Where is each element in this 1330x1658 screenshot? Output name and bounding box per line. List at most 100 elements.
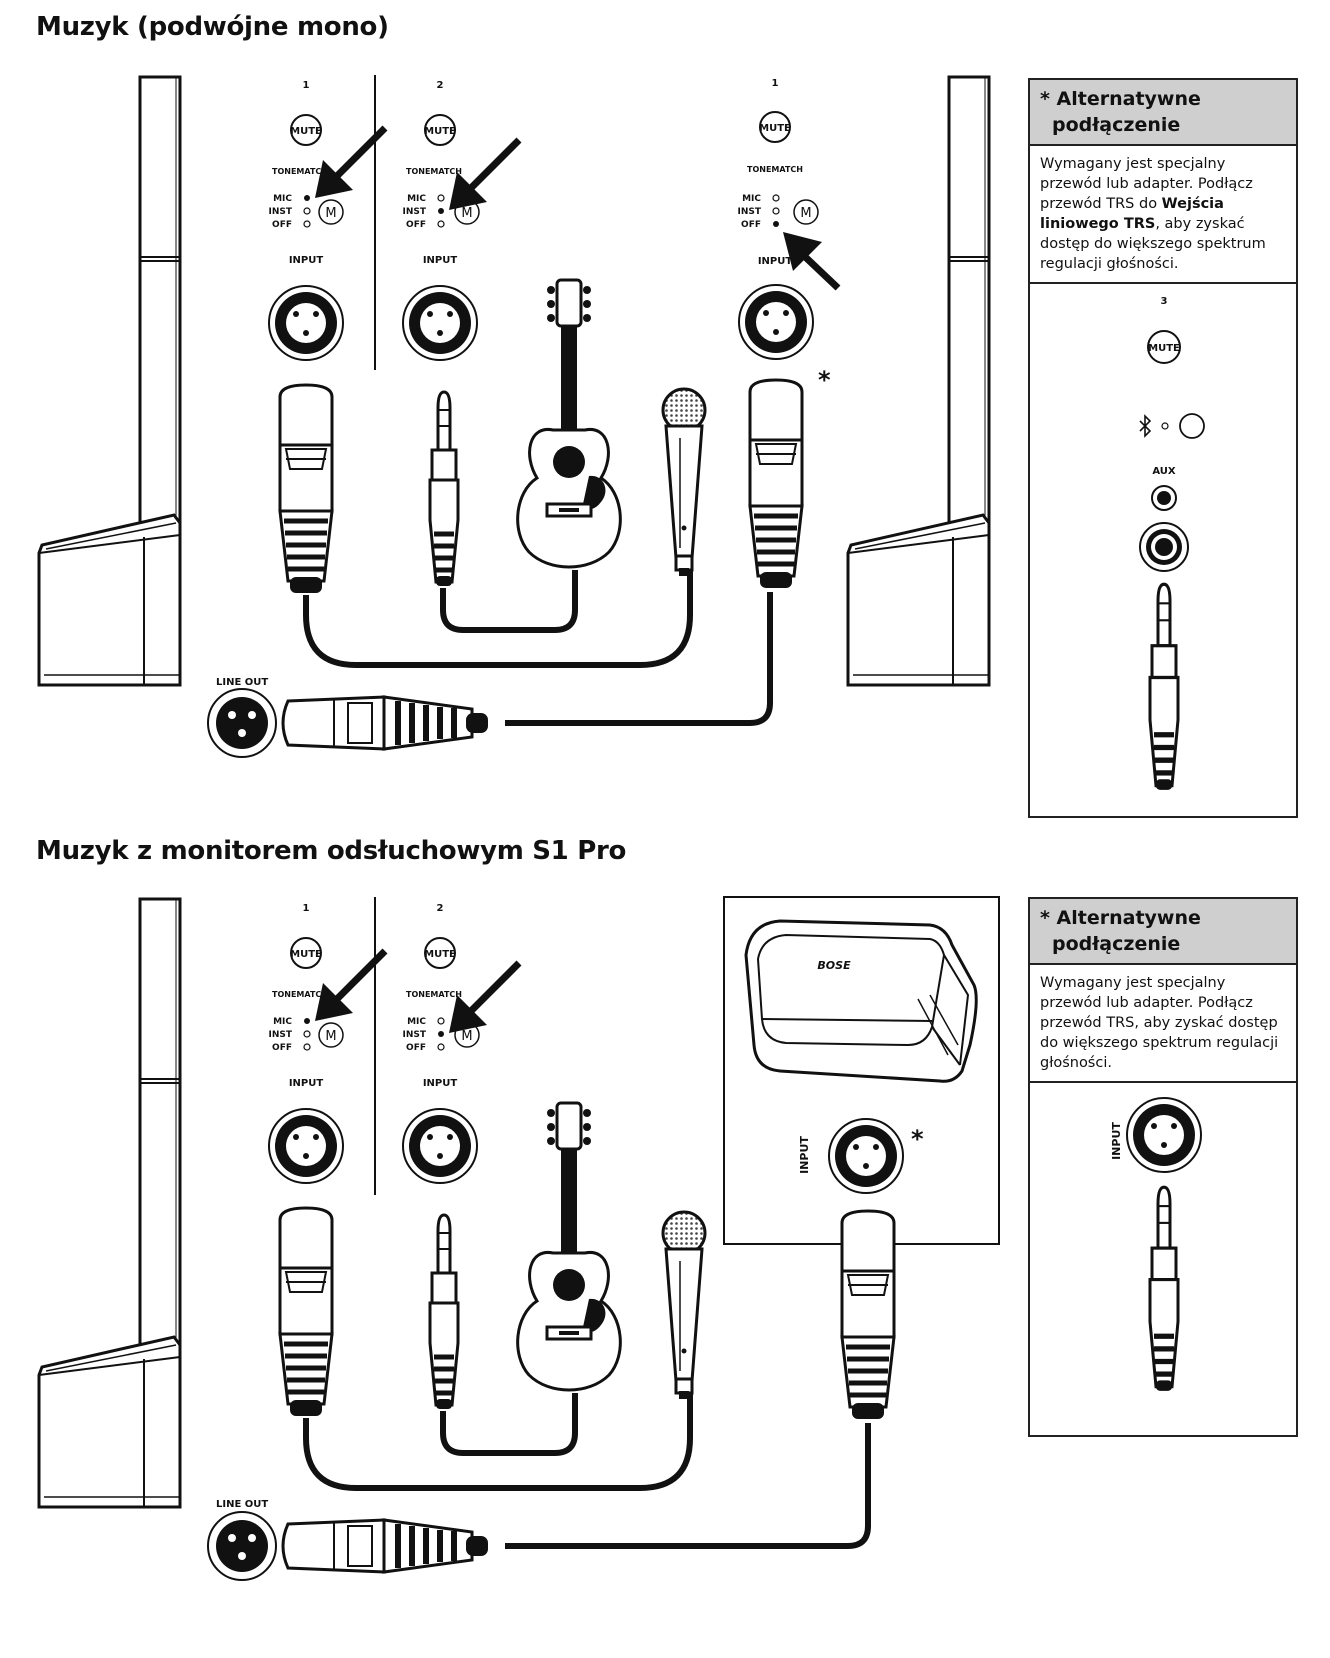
jack-plug-channel-2 xyxy=(430,1215,458,1409)
channel-1-tonematch-button[interactable]: M xyxy=(318,1022,344,1048)
channel-3-number: 3 xyxy=(1161,296,1168,307)
bluetooth-icon xyxy=(1139,414,1152,438)
line-out-cable xyxy=(505,592,773,726)
mode-off: OFF xyxy=(406,220,426,230)
channel-2-mute-button[interactable]: MUTE xyxy=(424,937,456,969)
input-label: INPUT xyxy=(289,255,324,266)
xlr-plug-right xyxy=(750,380,802,588)
mute-label: MUTE xyxy=(1148,343,1180,354)
channel-1-mute-button[interactable]: MUTE xyxy=(290,114,322,146)
xlr-plug-monitor xyxy=(842,1211,894,1419)
svg-text:M: M xyxy=(461,206,472,221)
mode-led-mic-on xyxy=(304,195,310,201)
input-label: INPUT xyxy=(423,1078,458,1089)
alt-title-line1: * Alternatywne xyxy=(1040,88,1201,110)
mode-mic: MIC xyxy=(407,1017,426,1027)
channel-1-mute-button[interactable]: MUTE xyxy=(290,937,322,969)
arrow-icon xyxy=(783,232,841,291)
guitar-cable xyxy=(440,1393,578,1456)
channel-3-mute-button[interactable]: MUTE xyxy=(1147,330,1181,364)
asterisk-mark: * xyxy=(911,1125,924,1153)
svg-text:M: M xyxy=(325,1029,336,1044)
mode-led-off-on xyxy=(773,221,779,227)
mode-inst: INST xyxy=(402,207,426,217)
input-label: INPUT xyxy=(289,1078,324,1089)
mode-inst: INST xyxy=(268,207,292,217)
right-mute-button[interactable]: MUTE xyxy=(759,111,791,143)
svg-text:M: M xyxy=(461,1029,472,1044)
channel-single-number: 1 xyxy=(772,78,779,89)
mode-led-mic xyxy=(772,194,780,202)
aux-input[interactable] xyxy=(1151,485,1177,511)
line-out-label: LINE OUT xyxy=(216,1499,268,1510)
channel-1-combo-input[interactable] xyxy=(268,285,344,361)
trs-jack-plug xyxy=(1150,584,1178,790)
mode-inst: INST xyxy=(402,1030,426,1040)
mute-label: MUTE xyxy=(290,126,322,137)
acoustic-guitar-icon xyxy=(515,278,623,569)
section1-title: Muzyk (podwójne mono) xyxy=(36,12,389,42)
microphone-icon xyxy=(661,1210,707,1401)
alt-desc-part1: Wymagany jest specjalny przewód lub adap… xyxy=(1040,156,1253,212)
mode-led-mic-on xyxy=(304,1018,310,1024)
tonematch-label: TONEMATCH xyxy=(272,990,328,999)
asterisk-mark: * xyxy=(818,366,831,394)
channel-2-combo-input[interactable] xyxy=(402,1108,478,1184)
alternative-connection-box: * Alternatywne podłączenie Wymagany jest… xyxy=(1028,897,1298,1437)
alt-title-line2: podłączenie xyxy=(1052,114,1181,136)
mode-off: OFF xyxy=(272,1043,292,1053)
mode-off: OFF xyxy=(741,220,761,230)
mode-led-inst xyxy=(303,1030,311,1038)
mode-led-off xyxy=(437,1043,445,1051)
mode-led-mic xyxy=(437,194,445,202)
alt-title-line2: podłączenie xyxy=(1052,933,1181,955)
right-speaker-tower xyxy=(846,75,991,687)
channel-2-combo-input[interactable] xyxy=(402,285,478,361)
tonematch-label: TONEMATCH xyxy=(272,167,328,176)
channel-2-mute-button[interactable]: MUTE xyxy=(424,114,456,146)
arrow-icon xyxy=(449,963,519,1033)
mode-led-inst-on xyxy=(438,1031,444,1037)
mode-led-off xyxy=(437,220,445,228)
channel-1-combo-input[interactable] xyxy=(268,1108,344,1184)
mute-label: MUTE xyxy=(424,949,456,960)
xlr-plug-channel-1 xyxy=(280,1208,332,1416)
section2-title: Muzyk z monitorem odsłuchowym S1 Pro xyxy=(36,836,627,866)
left-speaker-tower xyxy=(37,75,182,687)
channel-2-number: 2 xyxy=(437,903,444,914)
trs-line-input[interactable] xyxy=(1139,522,1189,572)
mode-led-inst xyxy=(303,207,311,215)
svg-text:M: M xyxy=(325,206,336,221)
mode-inst: INST xyxy=(268,1030,292,1040)
right-tonematch-button[interactable]: M xyxy=(793,199,819,225)
input-label: INPUT xyxy=(423,255,458,266)
mic-cable xyxy=(303,1393,693,1491)
monitor-cable xyxy=(505,1423,871,1549)
line-out-xlr-connection[interactable] xyxy=(208,1512,488,1580)
monitor-drawing: 1 MUTE TONEMATCH MIC INST OFF M INPUT 2 … xyxy=(37,896,1000,1655)
alt-description: Wymagany jest specjalny przewód lub adap… xyxy=(1030,965,1296,1083)
tonematch-label: TONEMATCH xyxy=(406,167,462,176)
channel-2-number: 2 xyxy=(437,80,444,91)
channel-1-tonematch-button[interactable]: M xyxy=(318,199,344,225)
alt-desc-part2: , aby zyskać dostęp do większego spektru… xyxy=(1040,216,1266,272)
xlr-plug-channel-1 xyxy=(280,385,332,593)
line-out-label: LINE OUT xyxy=(216,677,268,688)
mode-led-inst xyxy=(772,207,780,215)
left-speaker-tower xyxy=(37,897,182,1509)
right-combo-input[interactable] xyxy=(738,284,814,360)
alt-desc-bold: Wejścia liniowego TRS xyxy=(1040,196,1224,232)
bluetooth-led xyxy=(1161,422,1169,430)
mute-label: MUTE xyxy=(759,123,791,134)
arrow-icon xyxy=(449,140,519,210)
mode-led-off xyxy=(303,1043,311,1051)
monitor-combo-input[interactable] xyxy=(828,1118,904,1194)
mode-led-inst-on xyxy=(438,208,444,214)
mode-mic: MIC xyxy=(742,194,761,204)
alt-description: Wymagany jest specjalny przewód lub adap… xyxy=(1030,146,1296,284)
brand-logo-text: BOSE xyxy=(817,959,851,972)
alt-combo-input[interactable] xyxy=(1126,1097,1202,1173)
mute-label: MUTE xyxy=(290,949,322,960)
bluetooth-button[interactable] xyxy=(1179,413,1205,439)
line-out-xlr-connection[interactable] xyxy=(208,689,488,757)
